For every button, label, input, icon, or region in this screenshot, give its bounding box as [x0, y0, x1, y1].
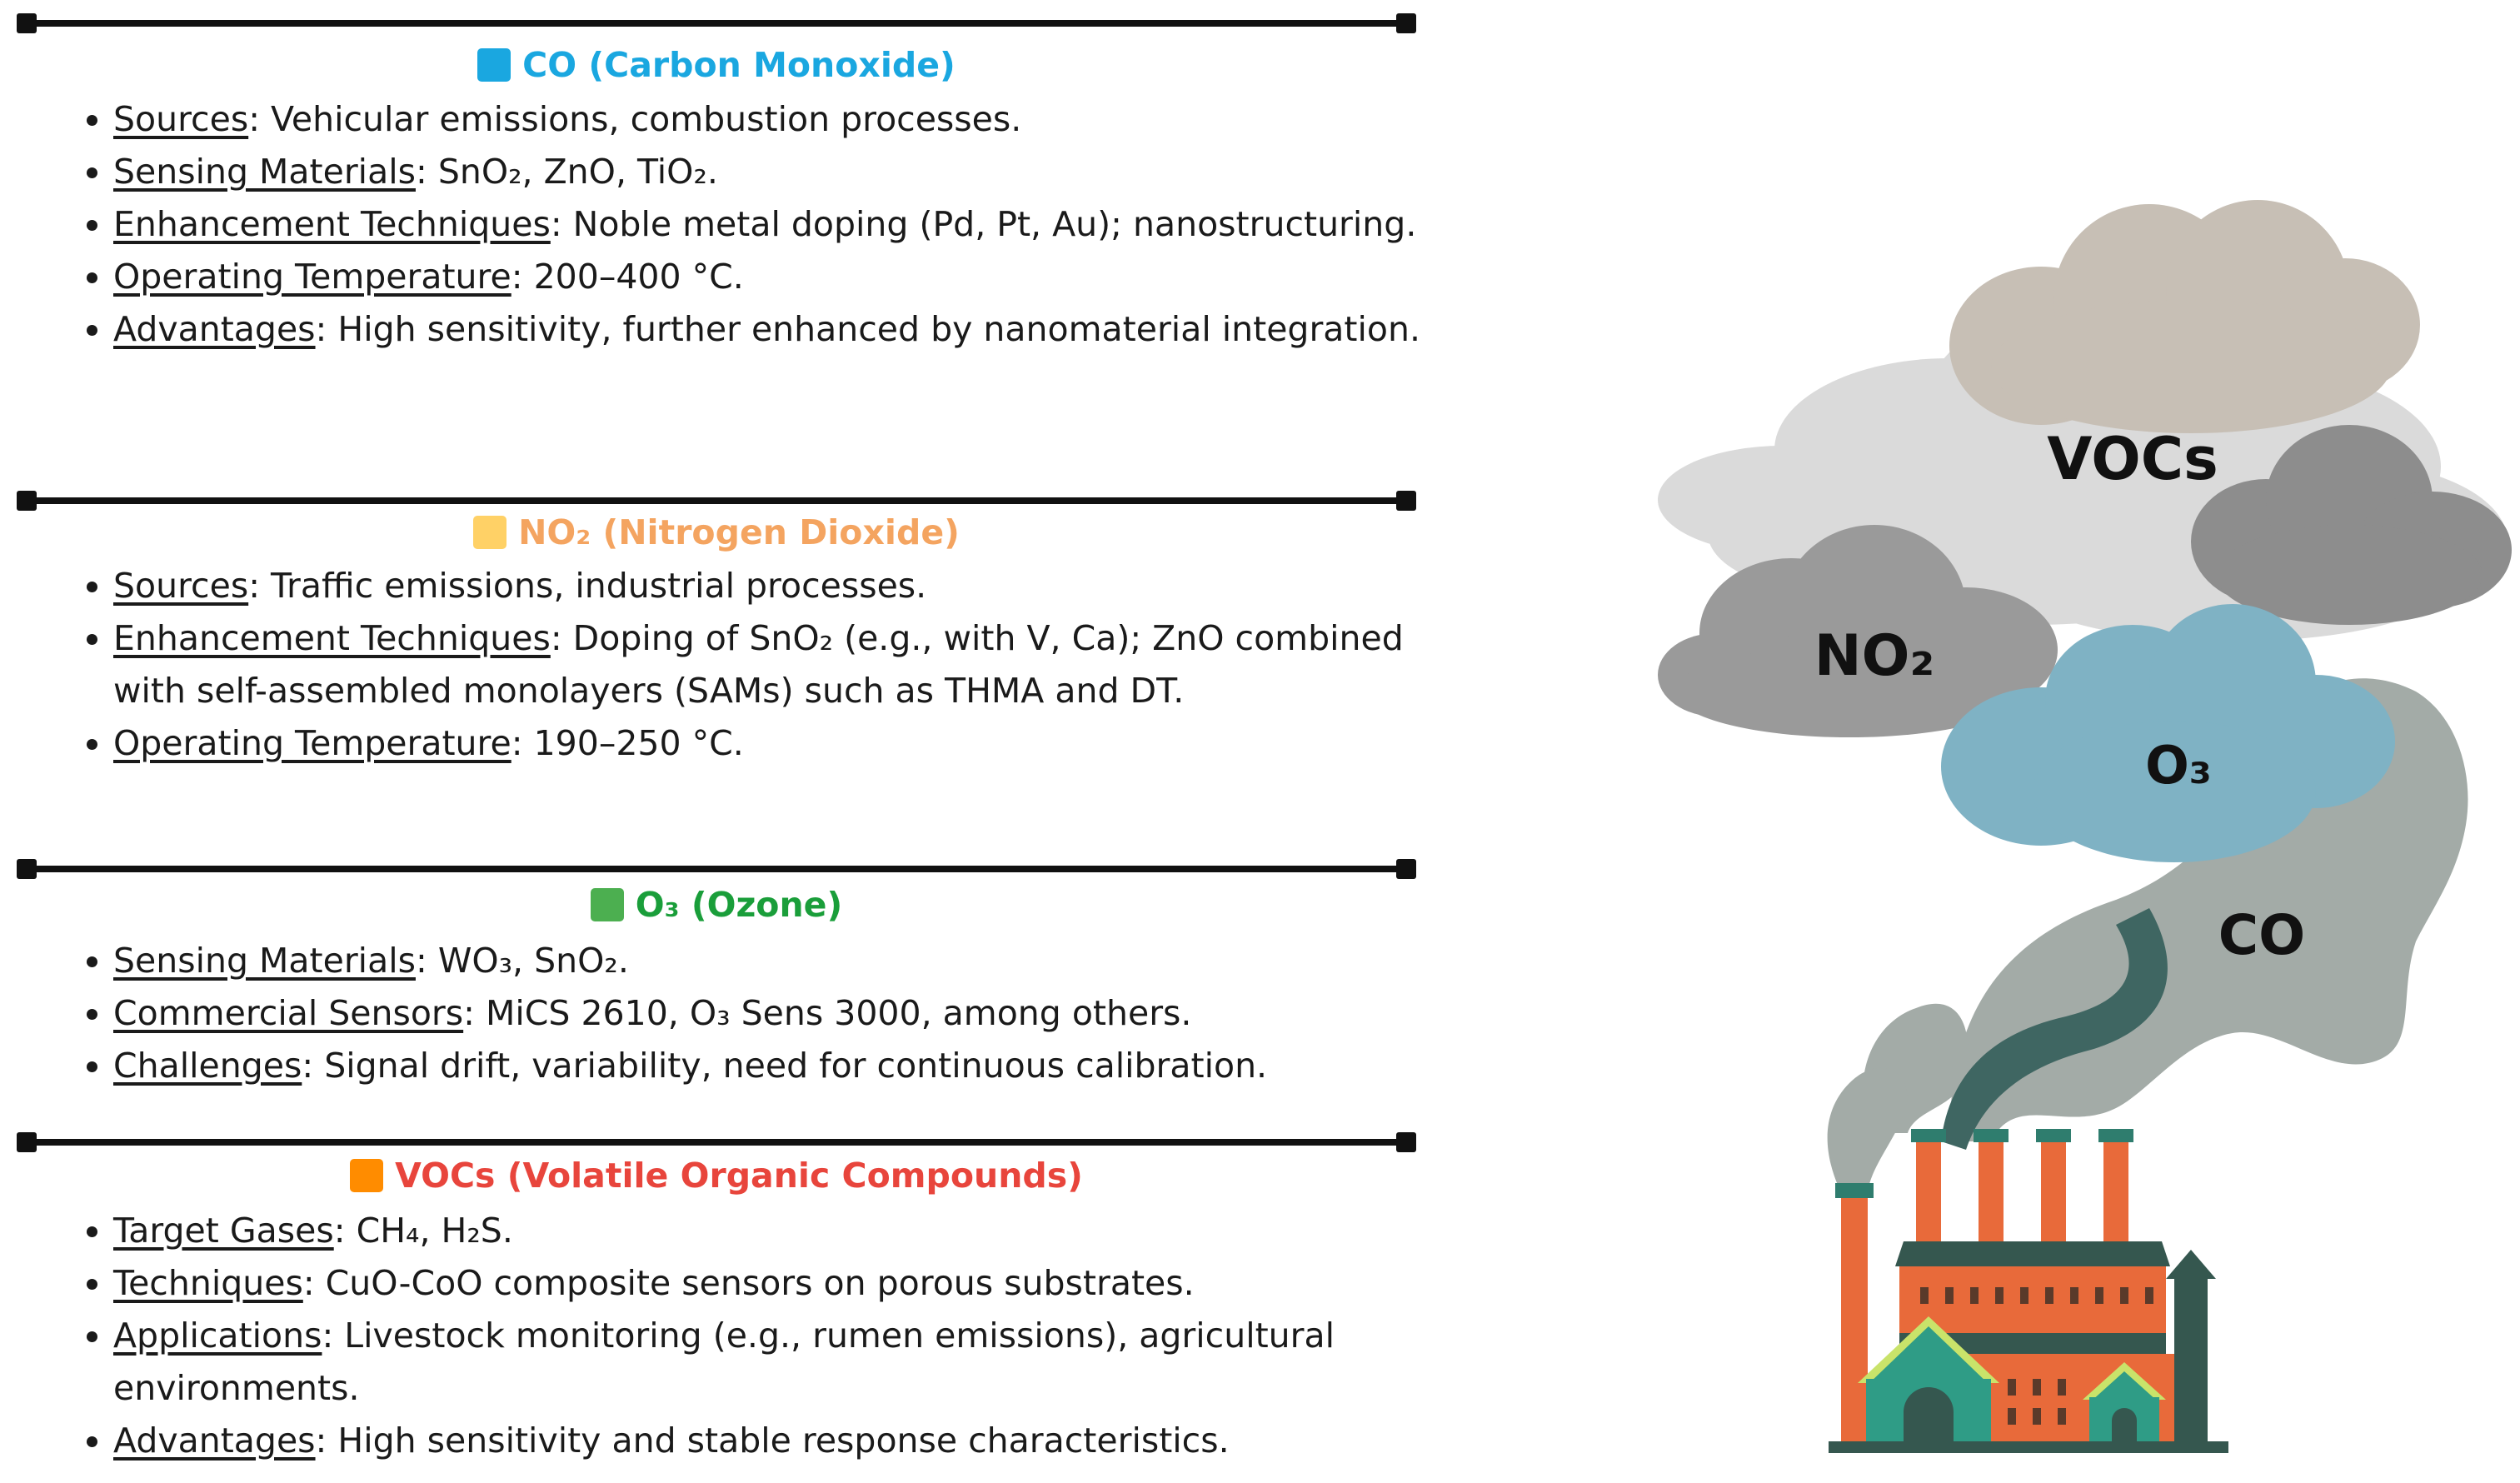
- divider-o3: [17, 859, 1416, 879]
- vocs-color-square: [350, 1159, 384, 1192]
- list-item: Enhancement Techniques: Doping of SnO₂ (…: [113, 612, 1446, 717]
- list-item: Operating Temperature: 200–400 °C.: [113, 251, 1446, 303]
- no2-heading: NO₂ (Nitrogen Dioxide): [25, 511, 1408, 554]
- list-item: Techniques: CuO-CoO composite sensors on…: [113, 1257, 1446, 1310]
- item-text: : Vehicular emissions, combustion proces…: [248, 99, 1022, 139]
- item-text: : Livestock monitoring (e.g., rumen emis…: [113, 1316, 1335, 1408]
- item-key: Applications: [113, 1316, 322, 1356]
- item-text: : WO₃, SnO₂.: [415, 941, 629, 981]
- item-text: : MiCS 2610, O₃ Sens 3000, among others.: [463, 993, 1192, 1033]
- o3-heading: O₃ (Ozone): [25, 883, 1408, 926]
- vocs-cloud: [1949, 200, 2420, 433]
- list-item: Enhancement Techniques: Noble metal dopi…: [113, 198, 1446, 251]
- item-key: Advantages: [113, 1421, 316, 1461]
- factory-icon: [1829, 1129, 2228, 1453]
- factory-pollution-illustration: VOCs NO₂ O₃ CO: [1599, 192, 2520, 1483]
- item-key: Operating Temperature: [113, 723, 511, 763]
- item-key: Operating Temperature: [113, 257, 511, 297]
- o3-title: O₃ (Ozone): [635, 885, 843, 925]
- item-text: : CuO-CoO composite sensors on porous su…: [302, 1263, 1195, 1303]
- vocs-label: VOCs: [2047, 425, 2218, 493]
- no2-list: Sources: Traffic emissions, industrial p…: [75, 560, 1446, 770]
- list-item: Target Gases: CH₄, H₂S.: [113, 1205, 1446, 1257]
- list-item: Challenges: Signal drift, variability, n…: [113, 1040, 1446, 1092]
- vocs-title: VOCs (Volatile Organic Compounds): [395, 1156, 1083, 1196]
- item-key: Sensing Materials: [113, 941, 416, 981]
- co-heading: CO (Carbon Monoxide): [25, 43, 1408, 87]
- item-text: : Signal drift, variability, need for co…: [302, 1046, 1268, 1086]
- item-key: Target Gases: [113, 1211, 334, 1251]
- list-item: Sensing Materials: WO₃, SnO₂.: [113, 935, 1446, 987]
- list-item: Applications: Livestock monitoring (e.g.…: [113, 1310, 1446, 1415]
- item-key: Sources: [113, 566, 249, 606]
- item-text: : High sensitivity and stable response c…: [315, 1421, 1230, 1461]
- item-text: : High sensitivity, further enhanced by …: [315, 309, 1421, 349]
- item-key: Sources: [113, 99, 249, 139]
- divider-vocs: [17, 1132, 1416, 1152]
- item-key: Sensing Materials: [113, 152, 416, 192]
- o3-list: Sensing Materials: WO₃, SnO₂.Commercial …: [75, 935, 1446, 1092]
- o3-color-square: [590, 888, 624, 921]
- co-color-square: [477, 48, 511, 82]
- item-text: : 200–400 °C.: [511, 257, 744, 297]
- item-key: Commercial Sensors: [113, 993, 464, 1033]
- list-item: Operating Temperature: 190–250 °C.: [113, 717, 1446, 770]
- vocs-heading: VOCs (Volatile Organic Compounds): [25, 1154, 1408, 1197]
- divider-no2: [17, 491, 1416, 511]
- item-text: : SnO₂, ZnO, TiO₂.: [415, 152, 718, 192]
- list-item: Commercial Sensors: MiCS 2610, O₃ Sens 3…: [113, 987, 1446, 1040]
- item-key: Enhancement Techniques: [113, 204, 551, 244]
- list-item: Advantages: High sensitivity and stable …: [113, 1415, 1446, 1467]
- item-text: : CH₄, H₂S.: [333, 1211, 513, 1251]
- o3-cloud: [1941, 604, 2395, 862]
- co-list: Sources: Vehicular emissions, combustion…: [75, 93, 1446, 356]
- no2-label: NO₂: [1814, 623, 1935, 689]
- co-label: CO: [2218, 903, 2306, 967]
- gray-cloud-right: [2191, 425, 2512, 625]
- co-title: CO (Carbon Monoxide): [522, 45, 956, 85]
- list-item: Advantages: High sensitivity, further en…: [113, 303, 1446, 356]
- no2-cloud: [1658, 525, 2058, 737]
- dark-smoke-streak: [1941, 908, 2168, 1150]
- no2-color-square: [473, 516, 507, 549]
- divider-top: [17, 13, 1416, 33]
- list-item: Sources: Vehicular emissions, combustion…: [113, 93, 1446, 146]
- o3-label: O₃: [2145, 735, 2212, 796]
- list-item: Sensing Materials: SnO₂, ZnO, TiO₂.: [113, 146, 1446, 198]
- vocs-list: Target Gases: CH₄, H₂S.Techniques: CuO-C…: [75, 1205, 1446, 1467]
- no2-title: NO₂ (Nitrogen Dioxide): [518, 512, 960, 552]
- item-key: Challenges: [113, 1046, 302, 1086]
- item-key: Techniques: [113, 1263, 303, 1303]
- list-item: Sources: Traffic emissions, industrial p…: [113, 560, 1446, 612]
- item-key: Advantages: [113, 309, 316, 349]
- gas-info-panel: CO (Carbon Monoxide) Sources: Vehicular …: [0, 0, 1433, 1483]
- item-text: : Noble metal doping (Pd, Pt, Au); nanos…: [550, 204, 1417, 244]
- item-text: : Traffic emissions, industrial processe…: [248, 566, 927, 606]
- item-text: : 190–250 °C.: [511, 723, 744, 763]
- item-text: : Doping of SnO₂ (e.g., with V, Ca); ZnO…: [113, 618, 1404, 711]
- item-key: Enhancement Techniques: [113, 618, 551, 658]
